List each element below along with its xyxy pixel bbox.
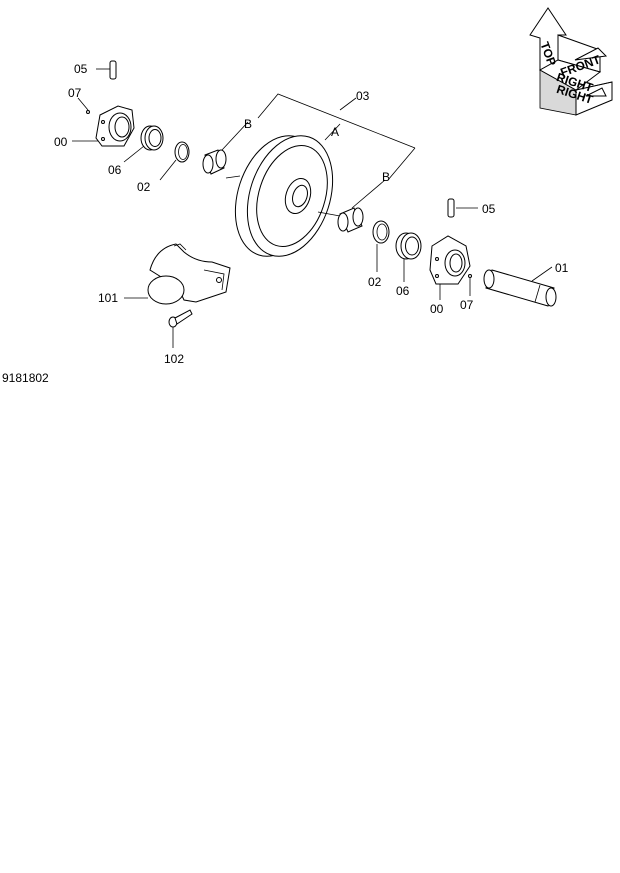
right-bushing xyxy=(337,207,364,233)
bolt-102 xyxy=(168,309,193,348)
callout-06-left: 06 xyxy=(108,163,122,177)
right-o-ring-02 xyxy=(372,220,390,272)
callout-05-right: 05 xyxy=(482,202,496,216)
right-lock-pin-07 xyxy=(468,274,472,296)
support-bracket-101 xyxy=(124,243,231,305)
callout-00-left: 00 xyxy=(54,135,68,149)
right-seal-06 xyxy=(395,232,422,282)
callout-102: 102 xyxy=(164,352,184,366)
left-bracket-00 xyxy=(72,97,135,147)
shaft-01 xyxy=(483,266,557,307)
callout-07-left: 07 xyxy=(68,86,82,100)
left-pin-05 xyxy=(96,60,117,80)
orientation-cube-icon: TOP FRONT RIGHT RIGHT xyxy=(529,7,613,116)
drawing-number: 9181802 xyxy=(2,371,49,385)
assembly-bracket-lines xyxy=(221,93,416,209)
callout-labels: 05 07 00 06 02 03 A B B 05 01 02 06 00 0… xyxy=(54,62,569,366)
left-o-ring-02 xyxy=(159,141,190,181)
callout-02-left: 02 xyxy=(137,180,151,194)
right-bracket-00 xyxy=(429,235,471,300)
callout-02-right: 02 xyxy=(368,275,382,289)
callout-06-right: 06 xyxy=(396,284,410,298)
callout-a: A xyxy=(331,125,339,139)
callout-07-right: 07 xyxy=(460,298,474,312)
right-pin-05 xyxy=(447,198,478,218)
callout-00-right: 00 xyxy=(430,302,444,316)
callout-01: 01 xyxy=(555,261,569,275)
left-bushing xyxy=(202,149,227,175)
idler-wheel-03 xyxy=(225,135,341,257)
callout-101: 101 xyxy=(98,291,118,305)
left-seal-06 xyxy=(123,125,164,163)
callout-03: 03 xyxy=(356,89,370,103)
callout-05-left: 05 xyxy=(74,62,88,76)
callout-b-left: B xyxy=(244,117,252,131)
callout-b-right: B xyxy=(382,170,390,184)
